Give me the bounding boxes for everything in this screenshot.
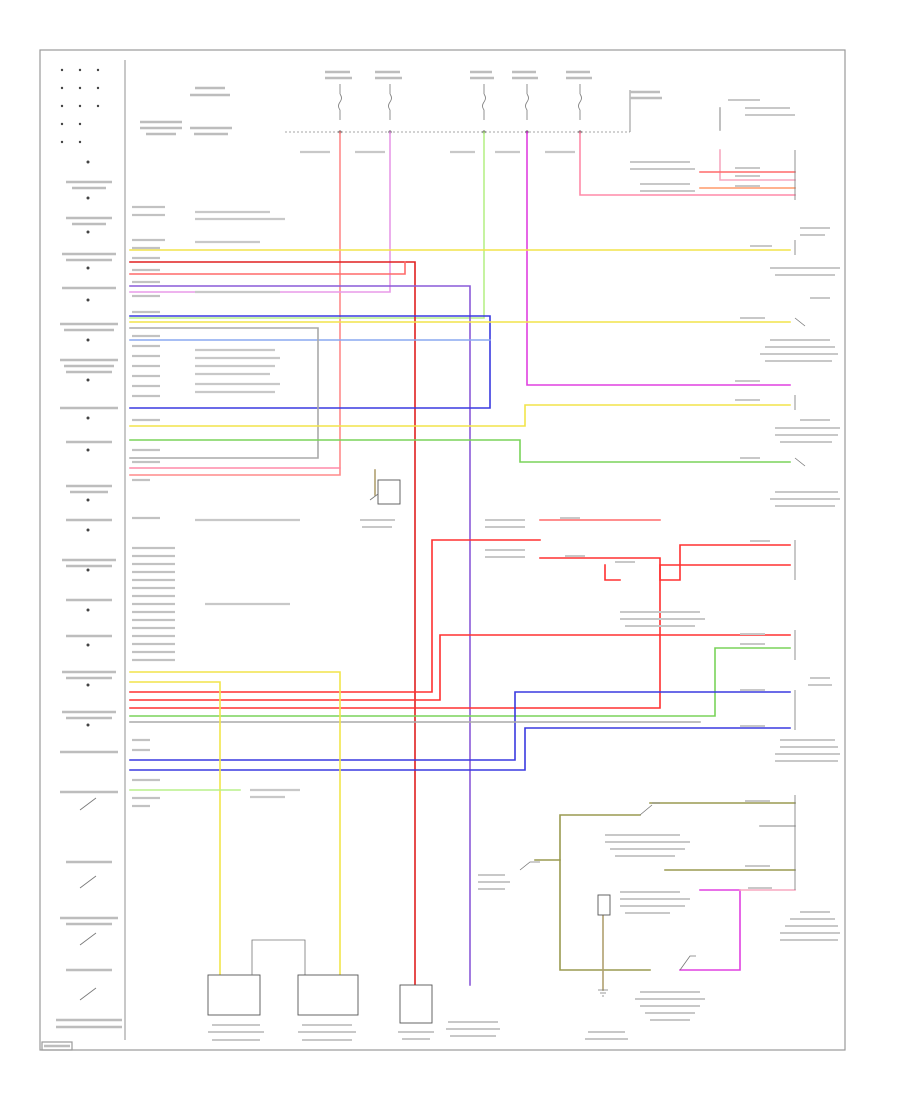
ground-point-bottom (585, 989, 628, 1040)
connector-pin-labels (132, 205, 175, 808)
wire-blue-mid-2 (129, 727, 791, 771)
fuel-tank-sender-right (297, 974, 359, 1041)
steering-angle-sensor (398, 984, 434, 1040)
wire-red-mid-1 (129, 539, 541, 693)
data-link-connector (446, 1021, 500, 1037)
brake-switch (478, 802, 705, 1021)
wire-red-mid-3 (129, 564, 791, 709)
wire-olive-1 (559, 814, 651, 971)
wire-yellow-3 (129, 404, 791, 427)
wire-red-fuse-b (604, 564, 621, 581)
wire-pink-fuse5 (579, 131, 796, 196)
wire-green-mid (129, 647, 791, 717)
wire-pink-relay (719, 149, 796, 181)
lamp-symbols (79, 160, 97, 1001)
right-side-components (485, 99, 840, 941)
wire-color-tags (560, 167, 772, 889)
cluster-label-blocks (44, 180, 122, 1048)
wire-blue-mid-1 (129, 691, 791, 761)
wire-yellow-sender-2 (129, 681, 221, 976)
wire-magenta-fuse4 (526, 131, 791, 386)
wire-green-2 (129, 439, 791, 463)
circuit-note-blocks (195, 150, 575, 799)
wire-red-mid-2 (129, 634, 791, 701)
fuel-tank-sender-left (207, 939, 306, 1041)
wire-blue-1 (129, 315, 491, 409)
wires (129, 107, 796, 991)
wire-red-fuse1 (129, 131, 341, 476)
speed-sensor (360, 479, 401, 528)
wire-red-2 (129, 261, 406, 275)
wire-red-fuse-a (539, 544, 791, 581)
instrument-cluster-column (44, 60, 126, 1048)
power-distribution (140, 70, 662, 136)
wire-yellow-sender-1 (129, 671, 341, 976)
diagram-frame (39, 49, 846, 1051)
footer-tag (41, 1041, 73, 1051)
wire-green-fuse3 (129, 131, 485, 319)
legend-marks (60, 68, 100, 144)
wire-magenta-bottom (679, 889, 741, 971)
wire-gray-1 (129, 327, 319, 459)
wire-red-steer (129, 261, 416, 986)
wire-violet-1 (129, 285, 471, 986)
